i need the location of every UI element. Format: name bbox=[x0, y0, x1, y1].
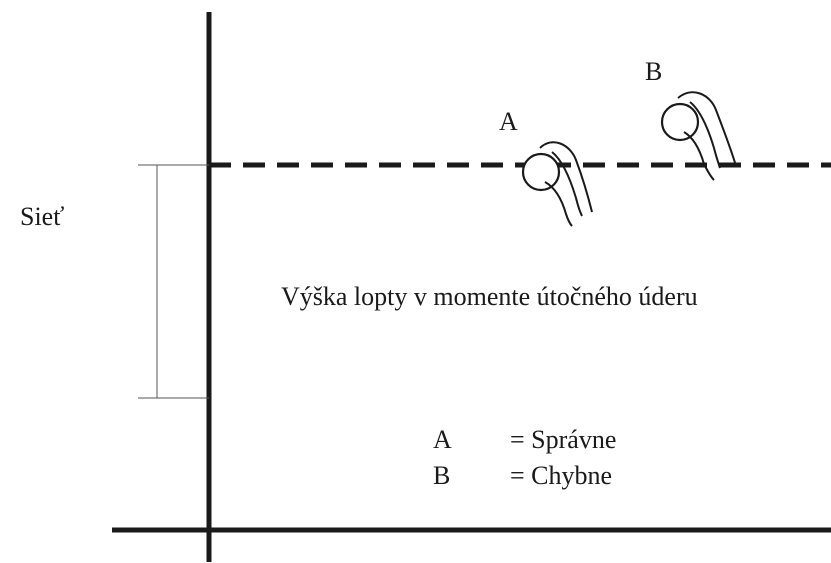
legend-a-value: = Správne bbox=[510, 425, 616, 454]
legend-a-key: A bbox=[433, 425, 452, 454]
ball-a-group: A bbox=[499, 107, 593, 227]
ball-b-group: B bbox=[645, 57, 737, 181]
ball-b bbox=[660, 102, 700, 142]
net-label: Sieť bbox=[20, 202, 64, 231]
ball-a bbox=[521, 152, 561, 192]
legend-b-key: B bbox=[433, 461, 450, 490]
legend-b-value: = Chybne bbox=[510, 461, 612, 490]
legend: A = Správne B = Chybne bbox=[433, 425, 616, 490]
ball-height-description: Výška lopty v momente útočného úderu bbox=[281, 282, 698, 311]
hand-b-icon bbox=[677, 91, 737, 181]
hand-a-icon bbox=[539, 141, 593, 227]
ball-a-label: A bbox=[499, 107, 518, 136]
ball-b-label: B bbox=[645, 57, 662, 86]
